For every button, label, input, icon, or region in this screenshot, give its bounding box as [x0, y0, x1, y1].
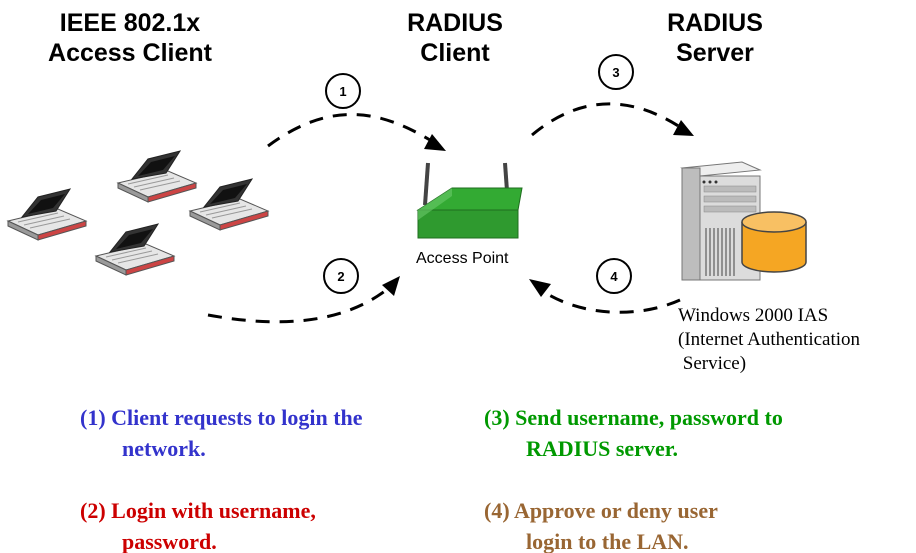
header-radius-server-line1: RADIUS	[667, 9, 763, 37]
header-radius-server-line2: Server	[676, 39, 754, 67]
laptop-icon	[117, 150, 197, 203]
ias-label-line3: Service)	[678, 353, 747, 374]
step-4-text: (4) Approve or deny user login to the LA…	[484, 495, 718, 553]
step-2-line2: password.	[122, 529, 217, 553]
header-radius-client-line1: RADIUS	[407, 9, 503, 37]
step-1-line1: (1) Client requests to login the	[80, 405, 363, 430]
arrow-4	[537, 286, 681, 314]
step-badge-2: 2	[323, 258, 359, 294]
arrow-1	[267, 113, 431, 148]
step-badge-1-label: 1	[339, 84, 346, 99]
header-radius-server: RADIUS Server	[640, 8, 790, 68]
arrowhead-3	[673, 120, 694, 136]
step-1-text: (1) Client requests to login the network…	[80, 402, 363, 464]
step-badge-2-label: 2	[337, 269, 344, 284]
step-badge-4: 4	[596, 258, 632, 294]
header-radius-client: RADIUS Client	[380, 8, 530, 68]
step-2-text: (2) Login with username, password.	[80, 495, 316, 553]
step-badge-3-label: 3	[612, 65, 619, 80]
header-access-client-line2: Access Client	[48, 39, 212, 67]
step-4-line2: login to the LAN.	[526, 529, 689, 553]
header-access-client: IEEE 802.1x Access Client	[20, 8, 240, 68]
arrow-2	[207, 285, 391, 324]
step-3-text: (3) Send username, password to RADIUS se…	[484, 402, 783, 464]
step-3-line1: (3) Send username, password to	[484, 405, 783, 430]
access-point-label: Access Point	[416, 250, 509, 267]
laptop-icon	[95, 223, 175, 276]
step-badge-4-label: 4	[610, 269, 618, 284]
arrow-3	[531, 102, 681, 137]
header-access-client-line1: IEEE 802.1x	[59, 9, 201, 37]
step-3-line2: RADIUS server.	[526, 436, 678, 461]
access-point-icon	[416, 162, 523, 239]
header-radius-client-line2: Client	[420, 39, 490, 67]
arrowhead-2	[382, 276, 400, 296]
ias-label-line2: (Internet Authentication	[678, 329, 861, 350]
laptop-icon	[7, 188, 87, 241]
laptop-icon	[189, 178, 269, 231]
database-icon	[741, 211, 807, 273]
ias-label: Windows 2000 IAS (Internet Authenticatio…	[678, 304, 860, 376]
step-2-line1: (2) Login with username,	[80, 498, 316, 523]
step-4-line1: (4) Approve or deny user	[484, 498, 718, 523]
arrowhead-1	[424, 134, 446, 151]
step-1-line2: network.	[122, 436, 206, 461]
arrowhead-4	[529, 279, 551, 297]
step-badge-3: 3	[598, 54, 634, 90]
ias-label-line1: Windows 2000 IAS	[678, 305, 829, 326]
step-badge-1: 1	[325, 73, 361, 109]
